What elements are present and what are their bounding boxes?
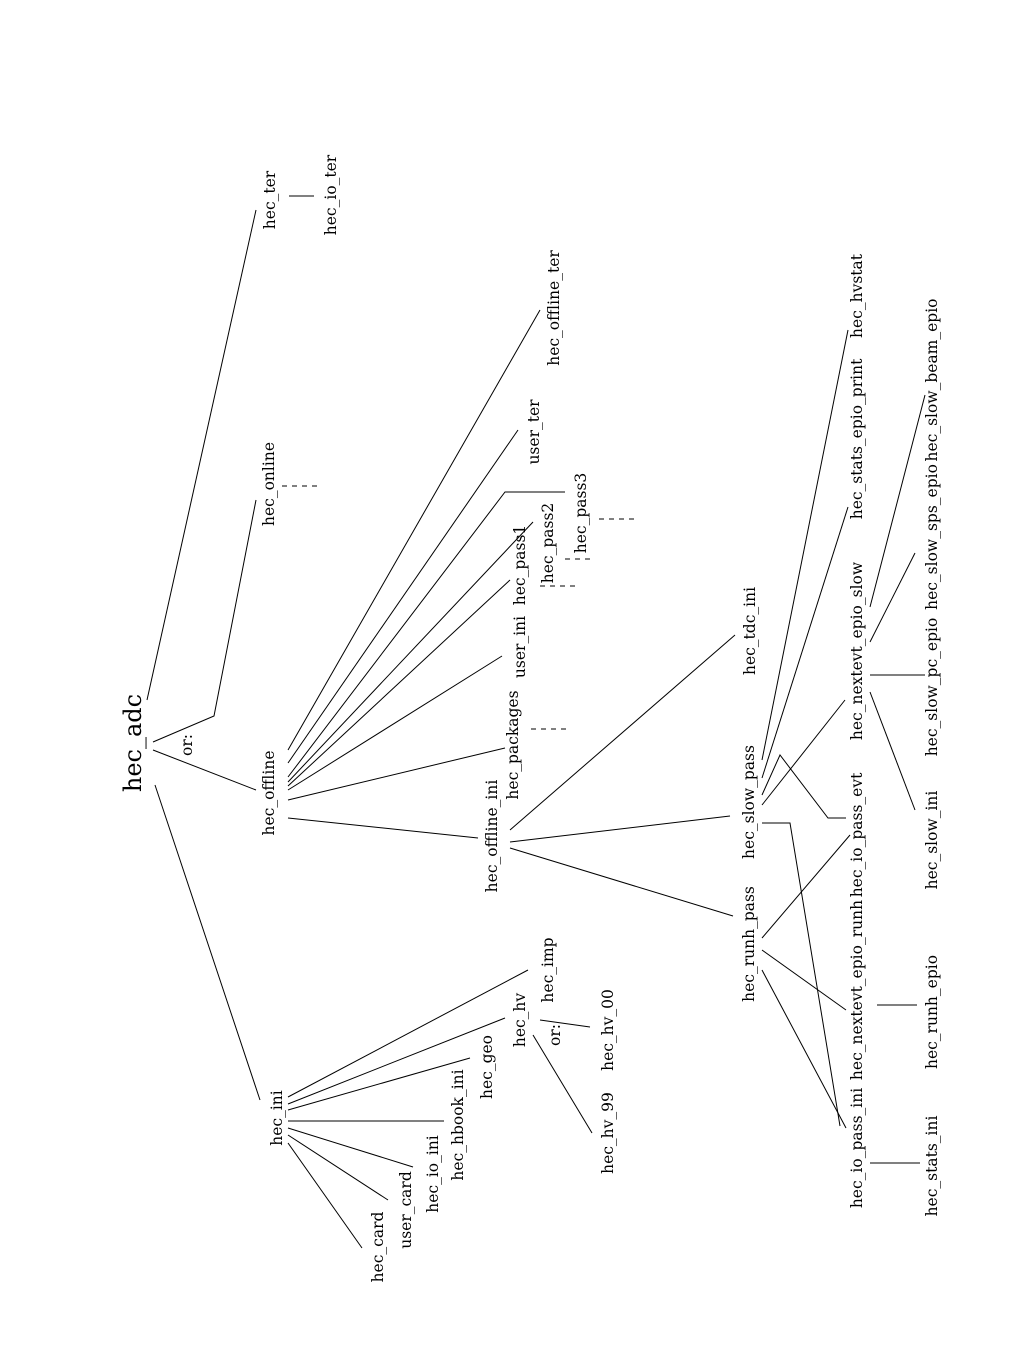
- node-hec-nextevt-epio-slow: hec_nextevt_epio_slow: [848, 561, 866, 740]
- edge-offline-offline-ter: [287, 309, 541, 751]
- node-hec-packages: hec_packages: [504, 690, 522, 799]
- node-hec-io-ter: hec_io_ter: [322, 154, 340, 235]
- edge-offline-pass3: [287, 491, 565, 778]
- edge-runh-pass-io-pass-ini: [761, 969, 847, 1129]
- edge-hv-hv-00: [539, 1019, 591, 1028]
- node-hec-hbook-ini: hec_hbook_ini: [449, 1069, 467, 1180]
- edge-offline-packages: [287, 747, 506, 801]
- node-hec-hv: hec_hv: [511, 993, 529, 1048]
- edge-adc-ini: [154, 784, 261, 1101]
- node-hec-slow-ini: hec_slow_ini: [923, 791, 941, 890]
- edge-offline-offline-ini: [287, 817, 479, 839]
- node-hec-offline: hec_offline: [260, 750, 278, 835]
- node-hec-ter: hec_ter: [261, 170, 279, 229]
- edge-offline-user-ini: [287, 655, 503, 791]
- node-user-ini: user_ini: [511, 616, 529, 678]
- node-hec-io-pass-ini: hec_io_pass_ini: [848, 1088, 866, 1208]
- edge-ini-geo: [287, 1057, 471, 1111]
- node-hec-slow-pc-epio: hec_slow_pc_epio: [923, 618, 941, 757]
- or-label-hv: or:: [546, 1024, 564, 1046]
- node-hec-geo: hec_geo: [478, 1035, 496, 1099]
- edge-adc-online: [152, 499, 257, 743]
- edge-hv-hv-99: [532, 1034, 593, 1134]
- node-hec-runh-pass: hec_runh_pass: [740, 886, 758, 1002]
- edge-slow-pass-hvstat: [761, 329, 849, 761]
- edge-ini-hv: [287, 1017, 506, 1105]
- edge-offline-pass2: [287, 521, 534, 783]
- node-user-ter: user_ter: [525, 399, 543, 465]
- or-label-main: or:: [178, 734, 196, 756]
- edge-slow-pass-stats-print: [761, 506, 849, 779]
- edge-slow-pass-io-pass-ini: [762, 822, 841, 1127]
- node-hec-io-ini: hec_io_ini: [424, 1135, 442, 1213]
- node-hec-runh-epio: hec_runh_epio: [923, 955, 941, 1069]
- node-labels: hec_adc or: hec_ter hec_io_ter hec_onlin…: [119, 154, 941, 1282]
- edges: [146, 195, 926, 1249]
- edge-adc-ter: [146, 209, 257, 701]
- node-hec-ini: hec_ini: [268, 1090, 286, 1146]
- edge-offline-ini-tdc-ini: [509, 634, 736, 831]
- node-hec-pass2: hec_pass2: [539, 503, 557, 584]
- edge-offline-ini-runh-pass: [509, 847, 734, 917]
- node-hec-slow-beam-epio: hec_slow_beam_epio: [923, 298, 941, 461]
- node-hec-nextevt-epio-runh: hec_nextevt_epio_runh: [848, 900, 866, 1080]
- node-hec-adc: hec_adc: [119, 694, 147, 792]
- edge-nextevt-slow-sps: [869, 552, 916, 643]
- edge-nextevt-slow-beam: [869, 394, 926, 608]
- node-hec-slow-pass: hec_slow_pass: [740, 745, 758, 859]
- node-hec-hv-99: hec_hv_99: [599, 1092, 617, 1174]
- node-hec-tdc-ini: hec_tdc_ini: [741, 587, 759, 675]
- edge-nextevt-slow-slow-ini: [869, 691, 916, 811]
- node-hec-io-pass-evt: hec_io_pass_evt: [848, 772, 866, 897]
- node-hec-offline-ter: hec_offline_ter: [545, 250, 563, 366]
- node-hec-imp: hec_imp: [539, 937, 557, 1002]
- edge-ini-user-card: [287, 1134, 389, 1201]
- edge-ini-io-ini: [287, 1127, 414, 1168]
- node-hec-offline-ini: hec_offline_ini: [483, 780, 501, 893]
- edge-offline-ini-slow-pass: [509, 815, 731, 843]
- edge-offline-user-ter: [287, 429, 519, 764]
- edge-slow-pass-nextevt-slow: [761, 699, 846, 806]
- edge-runh-pass-nextevt-runh: [761, 949, 847, 1011]
- edge-runh-pass-io-pass-evt: [761, 834, 851, 939]
- node-hec-hvstat: hec_hvstat: [848, 253, 866, 338]
- node-user-card: user_card: [397, 1171, 415, 1249]
- edge-ini-imp: [287, 969, 529, 1098]
- node-hec-online: hec_online: [260, 442, 278, 526]
- edge-slow-pass-io-pass-evt: [761, 754, 846, 819]
- edge-ini-hec-card: [287, 1142, 363, 1249]
- node-hec-card: hec_card: [369, 1212, 387, 1283]
- node-hec-slow-sps-epio: hec_slow_sps_epio: [923, 464, 941, 610]
- edge-offline-pass1: [287, 579, 511, 787]
- edge-adc-offline: [152, 749, 257, 791]
- node-hec-pass1: hec_pass1: [511, 525, 529, 606]
- node-hec-stats-ini: hec_stats_ini: [923, 1116, 941, 1217]
- node-hec-hv-00: hec_hv_00: [599, 989, 617, 1071]
- node-hec-stats-epio-print: hec_stats_epio_print: [848, 358, 866, 519]
- node-hec-pass3: hec_pass3: [572, 473, 590, 554]
